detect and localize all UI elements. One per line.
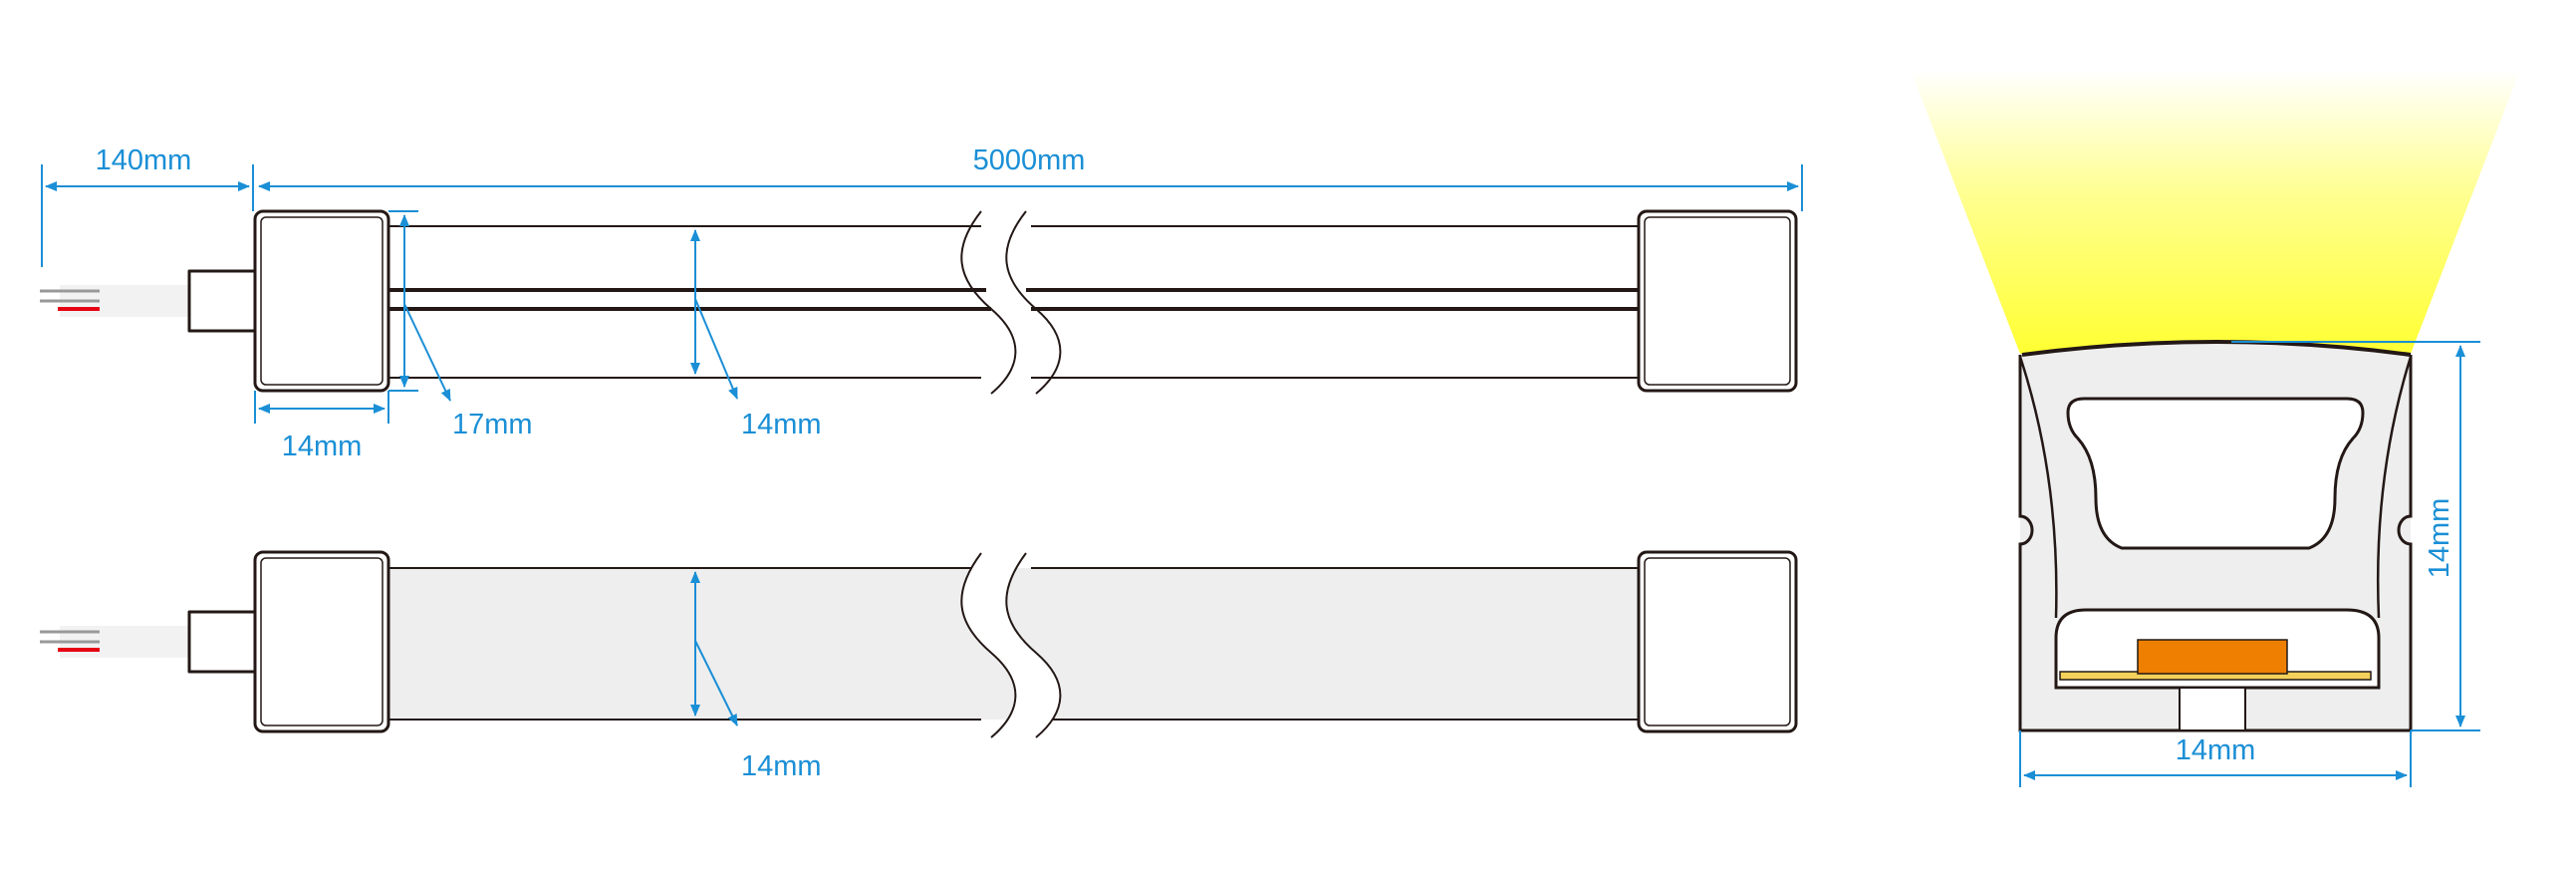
profile-inner-wall-right [2376, 356, 2413, 619]
profile-upper-cavity [2066, 397, 2365, 550]
endcap-height-label: 17mm [452, 409, 533, 440]
profile-width-label: 14mm [2176, 734, 2256, 766]
end-cap-right-top [1637, 209, 1798, 393]
profile-bottom-slot [2179, 687, 2246, 731]
end-cap-left-top [253, 209, 390, 393]
end-cap-right-bottom [1637, 550, 1798, 733]
wire-lead-bottom [40, 610, 257, 674]
lead-length-label: 140mm [96, 145, 192, 176]
break-mark-top [960, 210, 1017, 395]
strip-length-label: 5000mm [973, 145, 1086, 176]
break-mark-bottom [960, 552, 1017, 738]
wire-lead-top [40, 269, 257, 333]
tube-height-bottom-label: 14mm [741, 750, 822, 782]
tube-height-top-label: 14mm [741, 409, 822, 440]
profile-inner-wall-left [2018, 356, 2058, 619]
light-emission-glow [1911, 70, 2520, 354]
led-chip [2137, 639, 2288, 675]
cross-section-profile [1911, 70, 2520, 732]
profile-height-label: 14mm [2424, 498, 2455, 579]
bottom-strip-view [40, 550, 1798, 738]
tube-body-top [388, 226, 1639, 378]
top-strip-view [40, 209, 1798, 395]
profile-dimensions: 14mm 14mm [2019, 341, 2480, 787]
endcap-width-label: 14mm [282, 431, 363, 462]
strip-dimensions: 140mm 5000mm 14mm 17mm 14mm 14mm [41, 145, 1803, 782]
end-cap-left-bottom [253, 550, 390, 733]
